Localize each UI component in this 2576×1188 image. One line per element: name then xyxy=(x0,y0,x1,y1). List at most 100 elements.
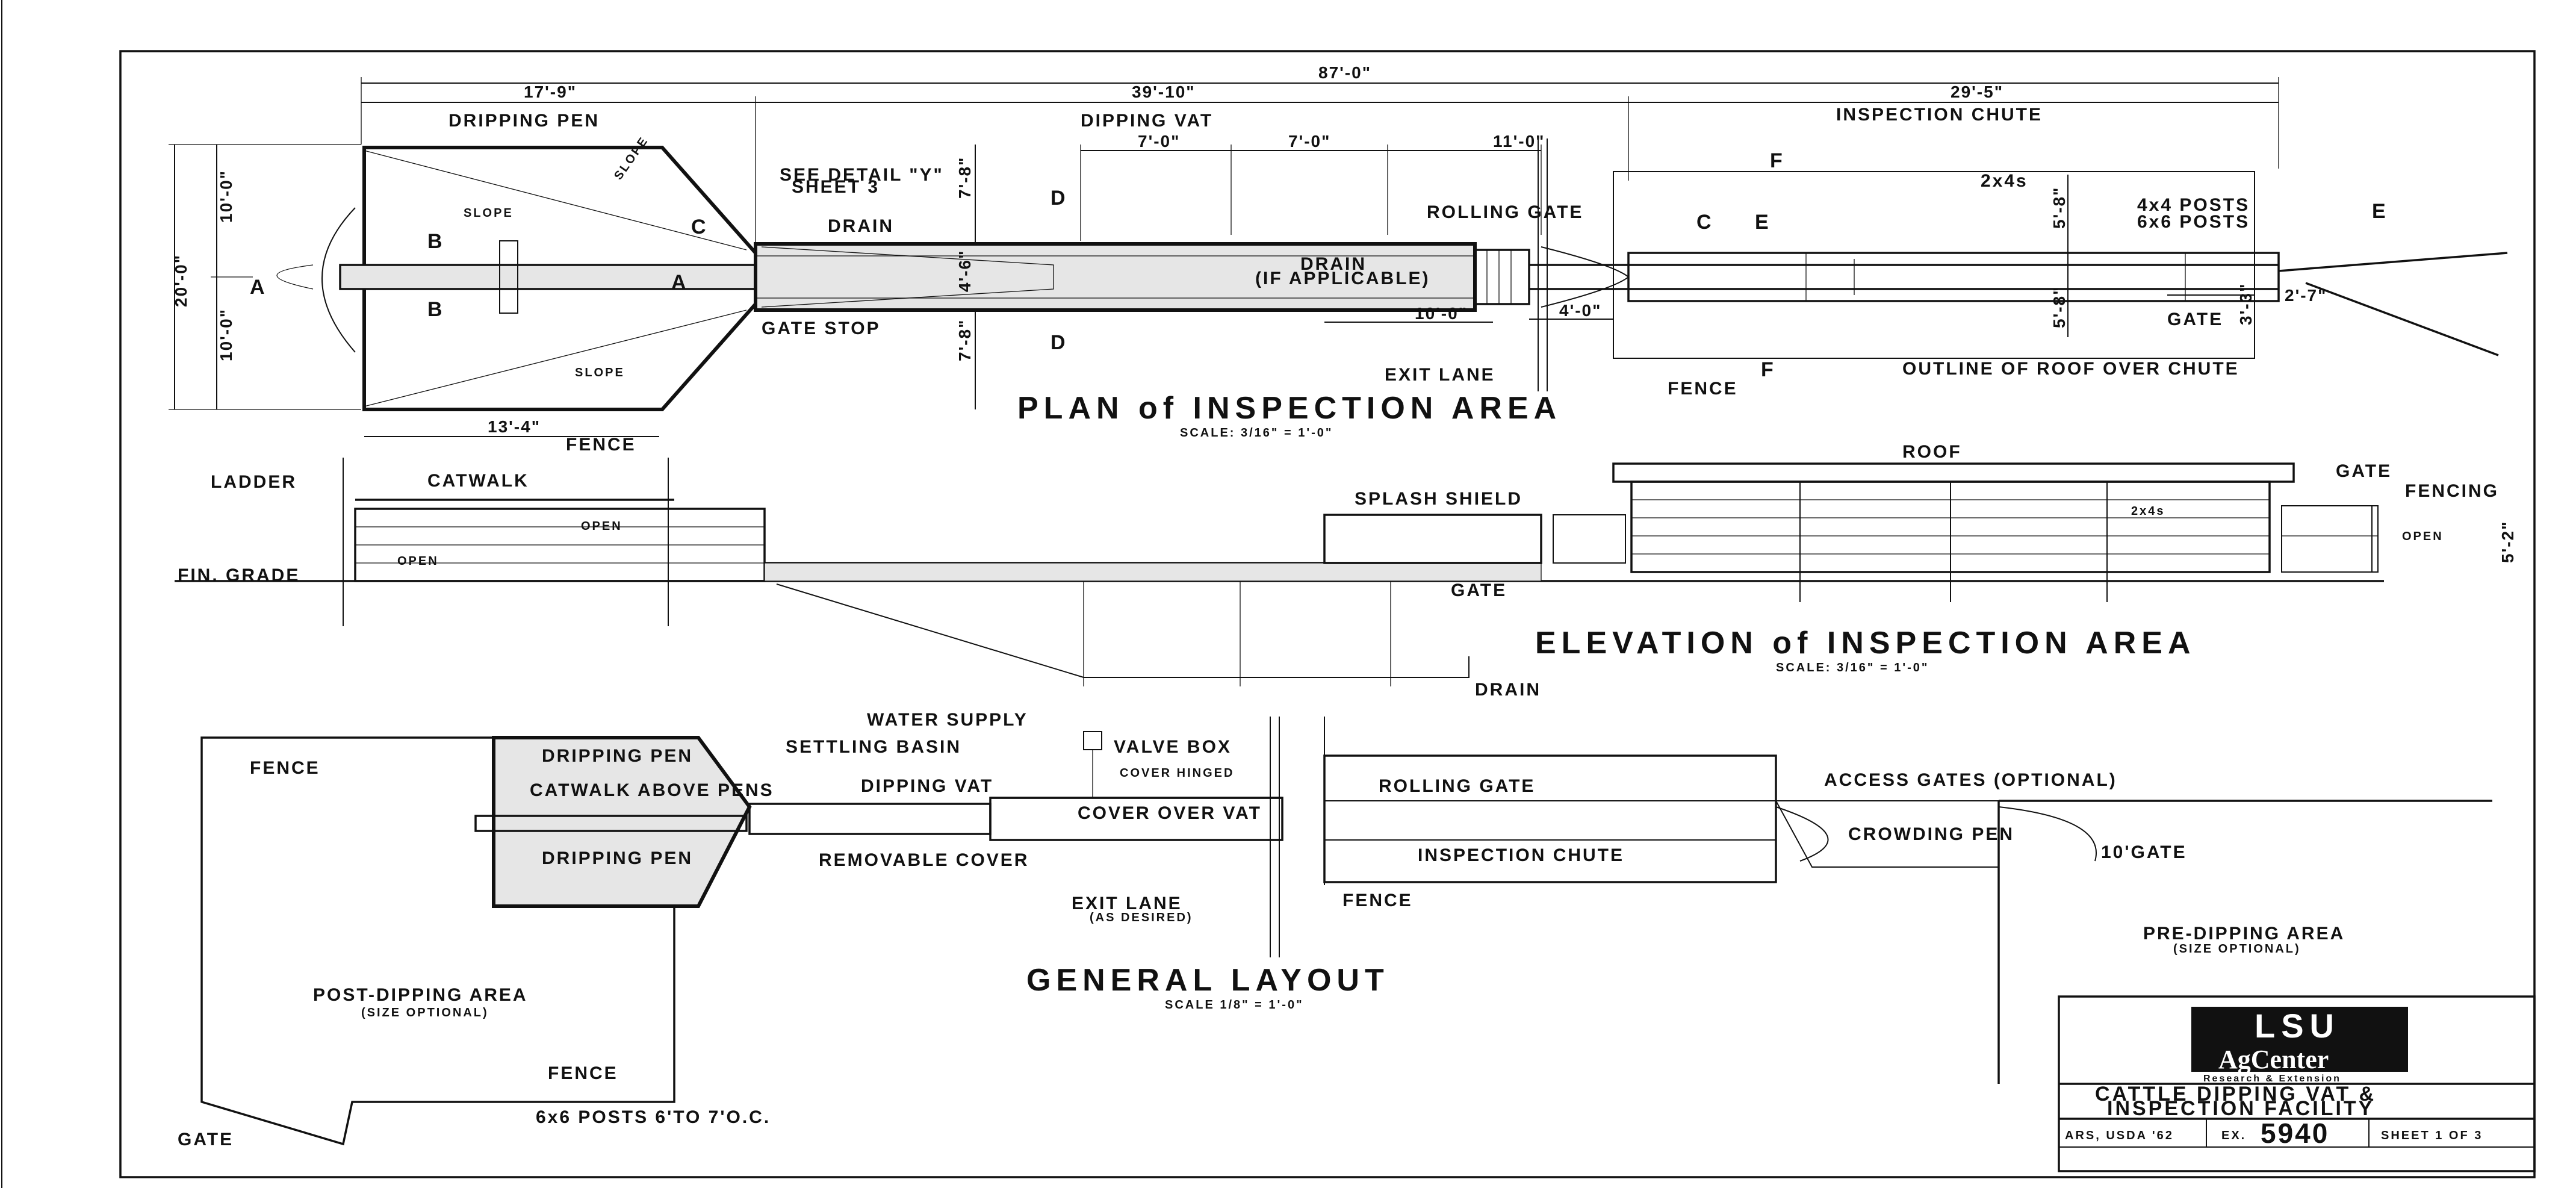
layout-pre-size: (SIZE OPTIONAL) xyxy=(2173,942,2301,956)
title-sheet: SHEET 1 OF 3 xyxy=(2381,1129,2483,1142)
title-ex-number: 5940 xyxy=(2261,1118,2329,1149)
title-ex-label: EX. xyxy=(2221,1129,2246,1142)
section-mark-c-left: C xyxy=(691,216,709,238)
elev-gate-left: GATE xyxy=(1451,580,1507,600)
label-rolling-gate: ROLLING GATE xyxy=(1427,202,1583,222)
layout-access-gates: ACCESS GATES (OPTIONAL) xyxy=(1824,770,2117,790)
layout-post-size: (SIZE OPTIONAL) xyxy=(361,1006,489,1019)
dim-seg1: 7'-0" xyxy=(1138,132,1180,151)
plan-title: PLAN of INSPECTION AREA xyxy=(1017,391,1562,426)
dim-chute: 29'-5" xyxy=(1951,82,2003,101)
layout-settling-basin: SETTLING BASIN xyxy=(786,737,961,757)
layout-inspection-chute: INSPECTION CHUTE xyxy=(1418,845,1624,865)
layout-title: GENERAL LAYOUT xyxy=(1026,963,1389,998)
label-gate-stop: GATE STOP xyxy=(762,319,881,338)
layout-rolling-gate: ROLLING GATE xyxy=(1379,776,1535,796)
label-6x6-posts: 6x6 POSTS xyxy=(2137,212,2250,232)
drawing-title-line2: INSPECTION FACILITY xyxy=(2107,1097,2374,1120)
label-if-applicable: (IF APPLICABLE) xyxy=(1255,269,1430,288)
elevation-view: LADDER CATWALK OPEN OPEN FIN. GRADE SPLA… xyxy=(175,442,2517,700)
title-block: LSU AgCenter Research & Extension CATTLE… xyxy=(2058,995,2536,1172)
elev-drain: DRAIN xyxy=(1475,680,1541,700)
elev-height: 5'-2" xyxy=(2498,521,2517,563)
plan-dipping-vat xyxy=(754,138,2279,391)
dim-chute-lower: 5'-8" xyxy=(2050,286,2069,328)
dim-side-upper: 10'-0" xyxy=(217,170,235,223)
elev-fencing: FENCING xyxy=(2405,481,2499,501)
dim-side-lower: 10'-0" xyxy=(217,308,235,361)
section-mark-c-right: C xyxy=(1696,211,1714,234)
plan-view: 87'-0" 17'-9" 39'-10" 29'-5" DRIPPING PE… xyxy=(169,63,2508,455)
dim-exit-w: 4'-0" xyxy=(1559,301,1601,320)
layout-scale: SCALE 1/8" = 1'-0" xyxy=(1165,998,1304,1012)
elev-open-2: OPEN xyxy=(581,520,622,533)
layout-catwalk-above: CATWALK ABOVE PENS xyxy=(530,780,774,800)
label-see-detail: SEE DETAIL "Y" xyxy=(780,165,944,185)
label-fence-chute: FENCE xyxy=(1668,379,1738,399)
layout-posts: 6x6 POSTS 6'TO 7'O.C. xyxy=(536,1107,771,1127)
layout-cover-over-vat: COVER OVER VAT xyxy=(1078,803,1262,823)
layout-water-supply: WATER SUPPLY xyxy=(867,710,1028,730)
dim-vat: 39'-10" xyxy=(1132,82,1196,101)
dim-chute-upper: 5'-8" xyxy=(2050,187,2069,229)
layout-as-desired: (AS DESIRED) xyxy=(1090,911,1193,924)
layout-ten-gate: 10'GATE xyxy=(2101,842,2187,862)
layout-post-dipping: POST-DIPPING AREA xyxy=(313,985,528,1005)
layout-crowding-pen: CROWDING PEN xyxy=(1848,824,2014,844)
dim-gate-b: 3'-3" xyxy=(2236,283,2255,325)
layout-valve-box: VALVE BOX xyxy=(1114,737,1232,757)
layout-dripping-pen-bottom: DRIPPING PEN xyxy=(542,848,693,868)
label-exit-lane: EXIT LANE xyxy=(1385,365,1495,385)
label-slope-2: SLOPE xyxy=(464,207,514,220)
elev-open-1: OPEN xyxy=(397,555,439,568)
layout-fence-mid: FENCE xyxy=(1342,891,1413,910)
section-mark-f-top: F xyxy=(1770,149,1785,172)
elev-splash-shield: SPLASH SHIELD xyxy=(1355,489,1522,509)
dim-side-total: 20'-0" xyxy=(172,254,190,307)
label-outline-roof: OUTLINE OF ROOF OVER CHUTE xyxy=(1902,359,2239,379)
layout-fence-bottom: FENCE xyxy=(548,1063,618,1083)
section-mark-d-bottom: D xyxy=(1051,331,1068,354)
layout-gate: GATE xyxy=(178,1130,234,1149)
logo-sub: AgCenter xyxy=(2218,1045,2329,1074)
dim-exit-run: 10'-0" xyxy=(1415,304,1468,323)
elev-gate-right: GATE xyxy=(2336,461,2392,481)
dim-vat-mid: 4'-6" xyxy=(955,250,974,292)
layout-dripping-pen-top: DRIPPING PEN xyxy=(542,746,693,766)
layout-dipping-vat: DIPPING VAT xyxy=(861,776,993,796)
plan-dimension-lines xyxy=(169,77,2279,437)
section-mark-b-bottom: B xyxy=(427,298,445,321)
dim-vat-upper: 7'-8" xyxy=(955,157,974,199)
plan-inspection-chute xyxy=(1613,171,2508,359)
elev-roof: ROOF xyxy=(1902,442,1962,462)
dim-seg3: 11'-0" xyxy=(1493,132,1545,151)
section-mark-b-top: B xyxy=(427,230,445,253)
section-mark-e-right: E xyxy=(2372,200,2388,223)
elev-fin-grade: FIN. GRADE xyxy=(178,565,300,585)
dim-overall: 87'-0" xyxy=(1318,63,1371,82)
label-4x4-posts: 4x4 POSTS xyxy=(2137,195,2250,215)
label-dripping-pen: DRIPPING PEN xyxy=(448,111,600,131)
sheet-border xyxy=(119,50,2536,1178)
layout-pre-dipping: PRE-DIPPING AREA xyxy=(2143,924,2345,944)
lsu-agcenter-logo: LSU AgCenter Research & Extension xyxy=(2191,1007,2408,1084)
elev-open-3: OPEN xyxy=(2402,530,2444,543)
section-mark-e-left: E xyxy=(1755,211,1771,234)
elevation-title: ELEVATION of INSPECTION AREA xyxy=(1535,626,2196,661)
section-mark-a-left: A xyxy=(250,276,267,299)
label-slope-3: SLOPE xyxy=(575,366,625,379)
label-drain-top: DRAIN xyxy=(828,216,894,236)
label-dipping-vat: DIPPING VAT xyxy=(1081,111,1213,131)
plan-dripping-pen xyxy=(276,146,757,411)
dim-vat-lower: 7'-8" xyxy=(955,319,974,361)
title-source: ARS, USDA '62 xyxy=(2065,1129,2174,1142)
dim-pen: 17'-9" xyxy=(524,82,577,101)
label-sheet3: SHEET 3 xyxy=(792,177,880,197)
logo-tag: Research & Extension xyxy=(2203,1074,2341,1084)
layout-removable-cover: REMOVABLE COVER xyxy=(819,850,1029,870)
label-2x4s: 2x4s xyxy=(1981,171,2028,191)
drawing-title-line1: CATTLE DIPPING VAT & xyxy=(2095,1083,2376,1106)
elevation-scale: SCALE: 3/16" = 1'-0" xyxy=(1776,661,1929,674)
label-fence-pen: FENCE xyxy=(566,435,636,455)
